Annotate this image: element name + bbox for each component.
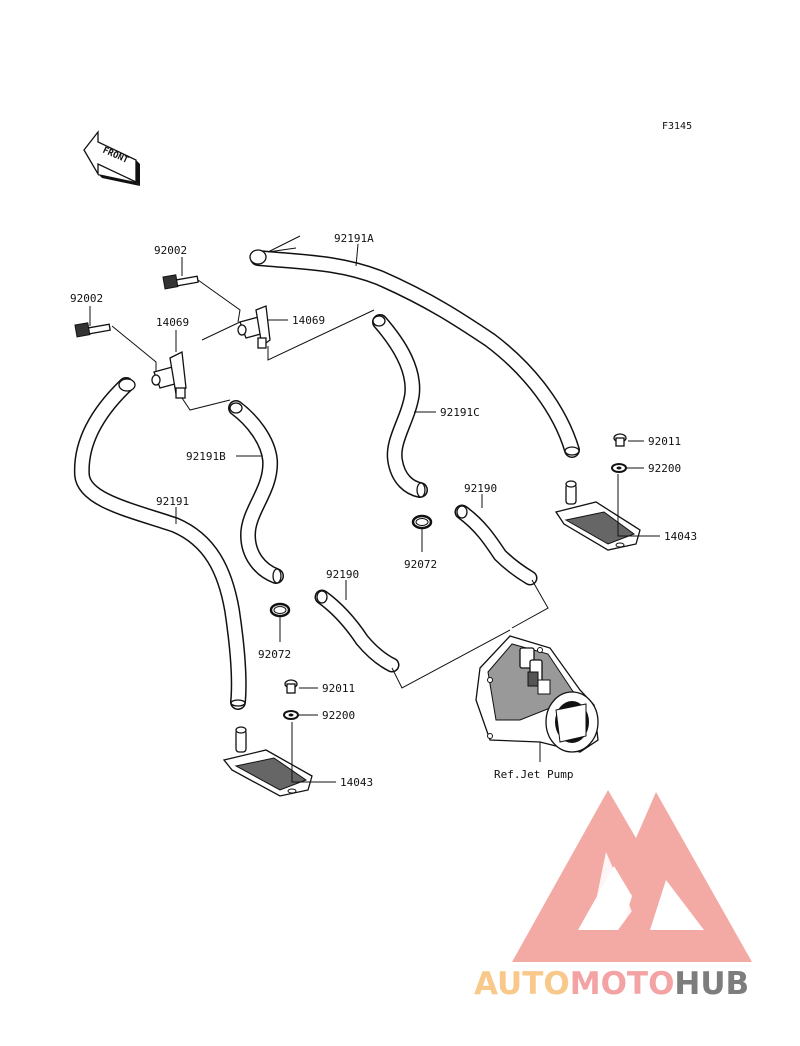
strainer-14043-left	[222, 726, 313, 797]
fitting-14069-right	[237, 305, 271, 349]
label-92072-left: 92072	[258, 648, 291, 661]
hose-92191	[73, 377, 247, 710]
label-14043-right: 14043	[664, 530, 697, 543]
hose-92191c	[372, 314, 428, 498]
label-92190-upper: 92190	[464, 482, 497, 495]
fitting-14069-left	[151, 351, 187, 399]
label-92002-upper: 92002	[154, 244, 187, 257]
automotohub-wordmark: AUTOMOTOHUB	[474, 966, 749, 1002]
bolt-92002-left	[74, 322, 111, 338]
clamp-92072-right	[411, 514, 433, 530]
label-92190-lower: 92190	[326, 568, 359, 581]
label-14069-left: 14069	[156, 316, 189, 329]
label-92191b: 92191B	[186, 450, 226, 463]
label-92191a: 92191A	[334, 232, 374, 245]
diagram-code: F3145	[662, 121, 692, 132]
label-ref-jet-pump: Ref.Jet Pump	[494, 768, 573, 781]
svg-text:AUTOMOTOHUB: AUTOMOTOHUB	[474, 966, 749, 1002]
hose-92191a	[249, 249, 580, 458]
label-92011-right: 92011	[648, 435, 681, 448]
label-92002-left: 92002	[70, 292, 103, 305]
watermark-auto: AUTO	[474, 966, 570, 1002]
clamp-92072-left	[269, 602, 291, 618]
watermark-moto: MOTO	[570, 966, 675, 1002]
screw-92011-left	[284, 679, 298, 694]
front-arrow-icon: FRONT	[83, 130, 140, 186]
label-92200-right: 92200	[648, 462, 681, 475]
leader-lines	[89, 235, 660, 783]
label-14069-right: 14069	[292, 314, 325, 327]
automotohub-logo	[512, 790, 752, 962]
hose-92191b	[228, 400, 284, 584]
label-92191: 92191	[156, 495, 189, 508]
jet-pump-housing	[475, 635, 599, 753]
label-92200-left: 92200	[322, 709, 355, 722]
hose-92190-upper	[454, 504, 538, 586]
hose-92190-lower	[314, 589, 400, 673]
bolt-92002-upper	[162, 274, 199, 290]
label-92191c: 92191C	[440, 406, 480, 419]
screw-92011-right	[613, 433, 627, 447]
washer-92200-left	[283, 710, 299, 720]
washer-92200-right	[611, 463, 627, 473]
strainer-14043-right	[554, 480, 641, 551]
label-92072-right: 92072	[404, 558, 437, 571]
label-92011-left: 92011	[322, 682, 355, 695]
label-14043-left: 14043	[340, 776, 373, 789]
watermark-hub: HUB	[674, 966, 749, 1002]
